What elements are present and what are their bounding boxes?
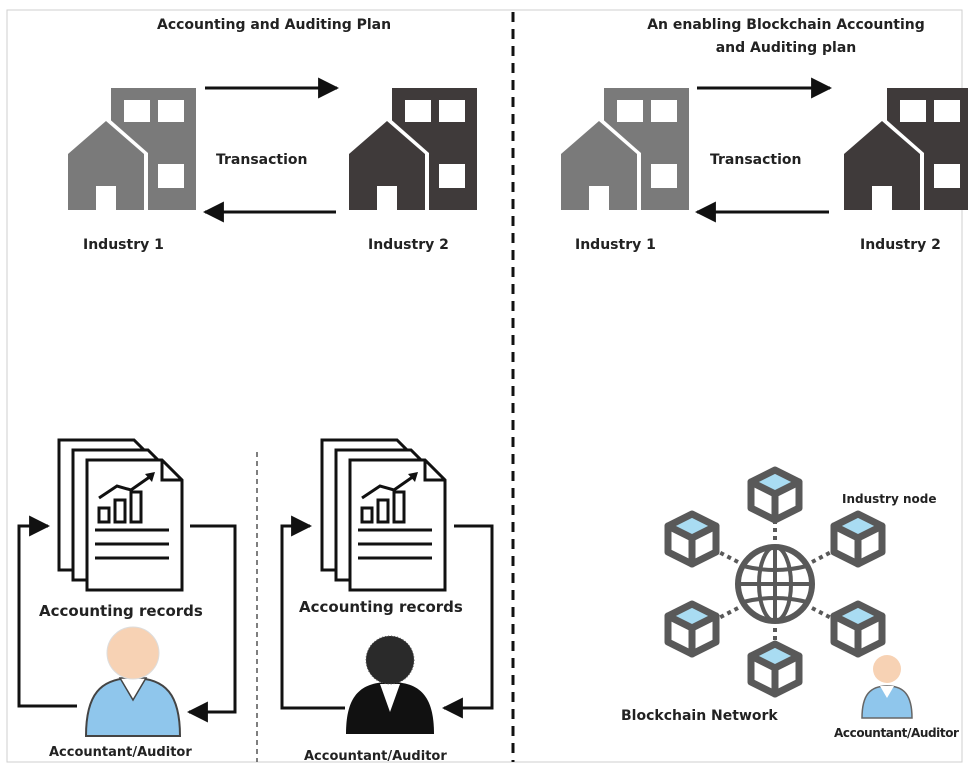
- industry-node-label: Industry node: [842, 492, 937, 506]
- right-panel-title-line1: An enabling Blockchain Accounting: [647, 17, 925, 33]
- blockchain-network: [668, 470, 882, 694]
- industry-1-building-icon: [557, 88, 689, 210]
- feedback-loop-arrow: [441, 524, 494, 719]
- node-cube-icon: [751, 644, 799, 694]
- feedback-loop-arrow: [186, 524, 237, 723]
- auditor-icon: [84, 626, 182, 737]
- accounting-records-icon: [57, 438, 184, 592]
- transaction-label: Transaction: [710, 152, 802, 168]
- industry-2-label: Industry 2: [860, 237, 941, 253]
- feedback-loop-arrow: [17, 515, 77, 708]
- industry-2-building-icon: [345, 88, 477, 210]
- industry-1-building-icon: [64, 88, 196, 210]
- auditor-label: Accountant/Auditor: [834, 726, 959, 740]
- auditor-small-icon: [861, 655, 913, 719]
- accounting-records-label: Accounting records: [39, 602, 203, 620]
- node-cube-icon: [668, 604, 716, 654]
- frame-border: [6, 9, 963, 763]
- node-cube-icon: [751, 470, 799, 520]
- globe-icon: [735, 544, 815, 624]
- right-panel-title-line2: and Auditing plan: [715, 40, 857, 56]
- auditor-label: Accountant/Auditor: [304, 749, 447, 764]
- accounting-records-icon: [320, 438, 447, 592]
- feedback-loop-arrow: [280, 515, 345, 710]
- auditor-dark-icon: [346, 635, 434, 734]
- auditor-label: Accountant/Auditor: [49, 745, 192, 760]
- left-panel-title: Accounting and Auditing Plan: [157, 17, 392, 33]
- industry-1-label: Industry 1: [83, 237, 164, 253]
- industry-1-label: Industry 1: [575, 237, 656, 253]
- transaction-label: Transaction: [216, 152, 308, 168]
- node-cube-icon: [834, 514, 882, 564]
- node-cube-icon: [834, 604, 882, 654]
- node-cube-icon: [668, 514, 716, 564]
- industry-2-label: Industry 2: [368, 237, 449, 253]
- accounting-records-label: Accounting records: [299, 598, 463, 616]
- blockchain-network-label: Blockchain Network: [621, 708, 778, 724]
- industry-2-building-icon: [840, 88, 968, 210]
